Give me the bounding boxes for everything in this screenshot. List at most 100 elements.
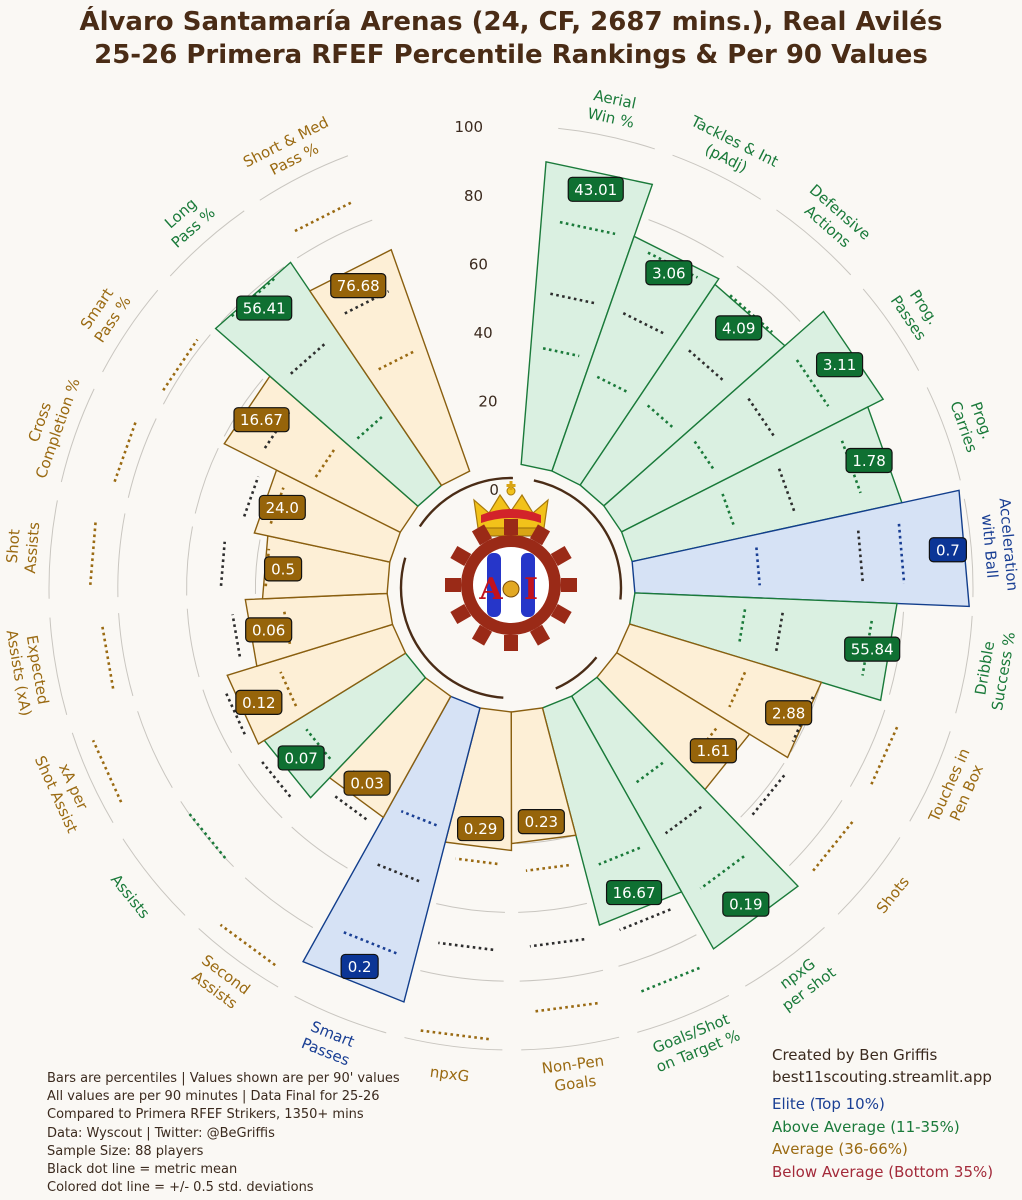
- grid-ring-segment: [849, 709, 886, 787]
- value-text: 1.61: [697, 742, 730, 760]
- legend-below-average: Below Average (Bottom 35%): [772, 1162, 994, 1181]
- value-label: 24.0: [258, 494, 306, 521]
- value-text: 0.29: [464, 820, 497, 838]
- value-label: 1.61: [689, 738, 737, 764]
- sd-low-line: [378, 350, 415, 371]
- metric-label-text: Goals: [553, 1072, 597, 1095]
- mean-line: [438, 941, 494, 952]
- metric-label-text: with Ball: [978, 513, 1002, 579]
- sd-high-line: [230, 275, 278, 318]
- legend-average: Average (36-66%): [772, 1140, 908, 1158]
- footer-notes: Bars are percentiles | Values shown are …: [47, 1070, 400, 1197]
- value-label: 16.67: [605, 879, 663, 906]
- value-label: 16.67: [233, 407, 290, 433]
- grid-ring-segment: [637, 994, 730, 1033]
- note-line: Data: Wyscout | Twitter: @BeGriffis: [47, 1125, 275, 1141]
- value-label: 4.09: [715, 315, 763, 341]
- grid-ring-segment: [223, 378, 264, 437]
- bar-17: [244, 592, 394, 668]
- mean-line: [242, 476, 260, 517]
- mean-line: [289, 341, 327, 375]
- grid-ring-segment: [745, 926, 825, 987]
- grid-ring-segment: [436, 903, 505, 913]
- value-text: 76.68: [337, 277, 380, 295]
- value-labels-layer: 43.013.064.093.111.780.755.842.881.610.1…: [233, 176, 967, 980]
- grid-ring-segment: [259, 155, 349, 201]
- bar-10: [541, 695, 683, 927]
- value-label: 56.41: [236, 295, 293, 321]
- mean-line: [332, 793, 368, 821]
- value-text: 0.12: [242, 694, 275, 712]
- mean-line: [774, 612, 784, 655]
- value-text: 56.41: [243, 300, 286, 318]
- value-label: 2.88: [765, 700, 813, 726]
- sd-low-line: [542, 347, 580, 358]
- grid-ring-segment: [862, 288, 920, 371]
- mean-line: [747, 397, 776, 438]
- title-line-2: 25-26 Primera RFEF Percentile Rankings &…: [94, 40, 928, 70]
- sd-low-line: [400, 809, 438, 827]
- grid-ring-segment: [60, 388, 95, 483]
- bar-3: [602, 310, 885, 533]
- value-text: 16.67: [613, 884, 656, 902]
- note-line: Black dot line = metric mean: [47, 1162, 238, 1178]
- grid-ring-segment: [648, 219, 724, 258]
- sd-low-line: [525, 863, 569, 873]
- radial-tick-0: 0: [489, 481, 499, 499]
- grid-ring-segment: [291, 826, 348, 869]
- value-text: 3.06: [652, 264, 685, 282]
- grid-ring-segment: [244, 877, 314, 929]
- grid-ring-segment: [736, 265, 801, 322]
- value-text: 0.7: [936, 541, 960, 559]
- sd-low-line: [755, 547, 762, 586]
- grid-ring-segment: [672, 154, 762, 200]
- mean-line: [224, 691, 246, 735]
- mean-line: [777, 468, 796, 512]
- grid-ring-segment: [909, 731, 951, 822]
- grid-ring-segment: [198, 928, 279, 988]
- sd-high-line: [101, 626, 115, 689]
- sd-high-line: [162, 338, 199, 391]
- grid-ring-segment: [238, 763, 283, 819]
- mean-line: [344, 290, 390, 315]
- sd-low-line: [455, 857, 498, 866]
- value-text: 0.07: [284, 749, 317, 767]
- mean-line: [688, 349, 724, 382]
- sd-low-line: [279, 671, 298, 707]
- grid-ring-segment: [127, 418, 157, 498]
- value-text: 0.2: [348, 958, 372, 976]
- value-label: 0.07: [277, 745, 325, 771]
- radial-tick-20: 20: [478, 393, 497, 411]
- grid-ring-segment: [254, 539, 261, 594]
- grid-ring-segment: [837, 837, 901, 915]
- grid-ring-segment: [789, 799, 843, 867]
- reference-lines-layer: [88, 201, 906, 1041]
- mean-line: [260, 759, 292, 798]
- value-text: 0.5: [271, 560, 295, 578]
- value-text: 4.09: [722, 319, 755, 337]
- value-label: 0.29: [457, 815, 505, 842]
- metric-label-text: Non-Pen: [541, 1052, 605, 1078]
- grid-ring-segment: [963, 498, 974, 598]
- grid-ring-segment: [186, 608, 200, 678]
- value-text: 43.01: [574, 181, 617, 199]
- grid-ring-segment: [519, 969, 604, 982]
- bar-6: [628, 592, 898, 702]
- grid-ring-segment: [122, 838, 186, 916]
- metric-label-text: Shot: [3, 528, 24, 564]
- real-aviles-crest-icon: A I: [445, 481, 577, 651]
- grid-ring-segment: [118, 613, 134, 697]
- value-label: 0.12: [235, 689, 283, 715]
- grid-ring-segment: [117, 513, 126, 598]
- grid-ring-segment: [186, 526, 193, 596]
- sd-high-line: [420, 1029, 489, 1041]
- sd-high-line: [113, 422, 137, 483]
- value-label: 0.03: [343, 770, 391, 796]
